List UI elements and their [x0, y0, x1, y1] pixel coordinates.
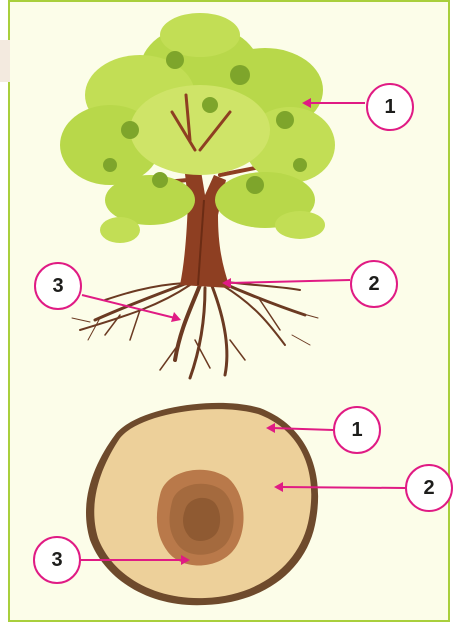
label-roots: 3 [34, 262, 82, 310]
label-trunk: 2 [350, 260, 398, 308]
tree-roots [72, 280, 318, 378]
trunk-cross-section [86, 403, 318, 605]
label-bark: 1 [333, 406, 381, 454]
label-heartwood: 3 [33, 536, 81, 584]
label-sapwood: 2 [405, 464, 453, 512]
label-foliage: 1 [366, 83, 414, 131]
